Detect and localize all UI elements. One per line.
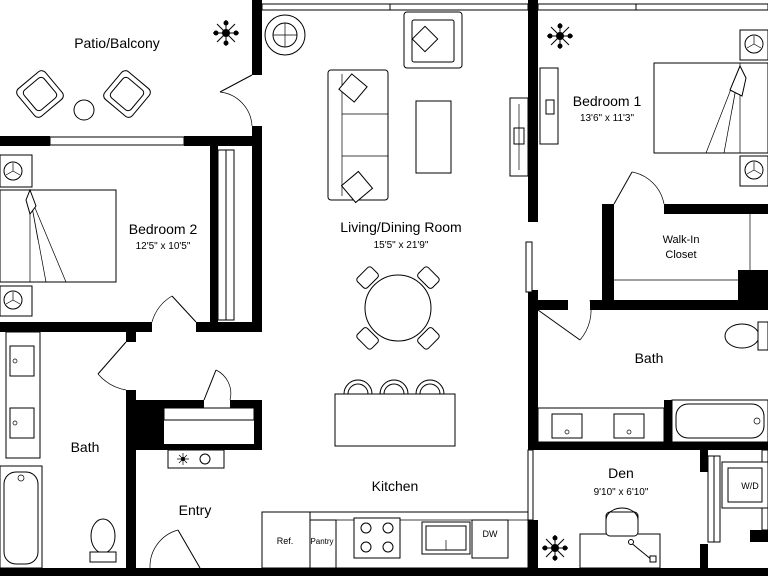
bedroom2-label: Bedroom 2 xyxy=(129,221,198,237)
living-furniture xyxy=(264,11,529,350)
bedroom1-furniture xyxy=(539,29,768,281)
living-dining-label: Living/Dining Room xyxy=(340,219,461,235)
kitchen-label: Kitchen xyxy=(372,478,419,494)
kitchen-fixtures xyxy=(163,379,529,569)
walk-in-closet-label-line1: Walk-In xyxy=(663,234,700,246)
bedroom1-dimensions: 13'6" x 11'3" xyxy=(580,113,635,124)
living-dining-dimensions: 15'5" x 21'9" xyxy=(374,240,429,251)
dishwasher-label: DW xyxy=(483,529,498,539)
bedroom2-furniture xyxy=(0,154,117,317)
bedroom2-dimensions: 12'5" x 10'5" xyxy=(136,241,191,252)
patio-furniture xyxy=(16,70,151,121)
den-dimensions: 9'10" x 6'10" xyxy=(594,487,649,498)
pantry-label: Pantry xyxy=(310,537,333,546)
entry-label: Entry xyxy=(179,502,212,518)
den-furniture xyxy=(579,461,768,569)
room-labels: Patio/Balcony Bedroom 1 13'6" x 11'3" Be… xyxy=(71,35,700,518)
bath-right-label: Bath xyxy=(635,350,664,366)
bath-left-label: Bath xyxy=(71,439,100,455)
den-label: Den xyxy=(608,465,634,481)
bath-right-fixtures xyxy=(537,321,768,443)
plant-icon xyxy=(213,20,239,46)
fixture-labels: Ref. Pantry DW W/D xyxy=(277,481,760,546)
bedroom1-label: Bedroom 1 xyxy=(573,93,642,109)
patio-label: Patio/Balcony xyxy=(74,35,160,51)
plant-icon xyxy=(547,23,573,49)
walk-in-closet-label-line2: Closet xyxy=(665,249,696,261)
doors xyxy=(97,74,721,569)
refrigerator-label: Ref. xyxy=(277,536,294,546)
bath-left-fixtures xyxy=(0,331,117,569)
plant-icon xyxy=(542,535,568,561)
washer-dryer-label: W/D xyxy=(741,481,759,491)
